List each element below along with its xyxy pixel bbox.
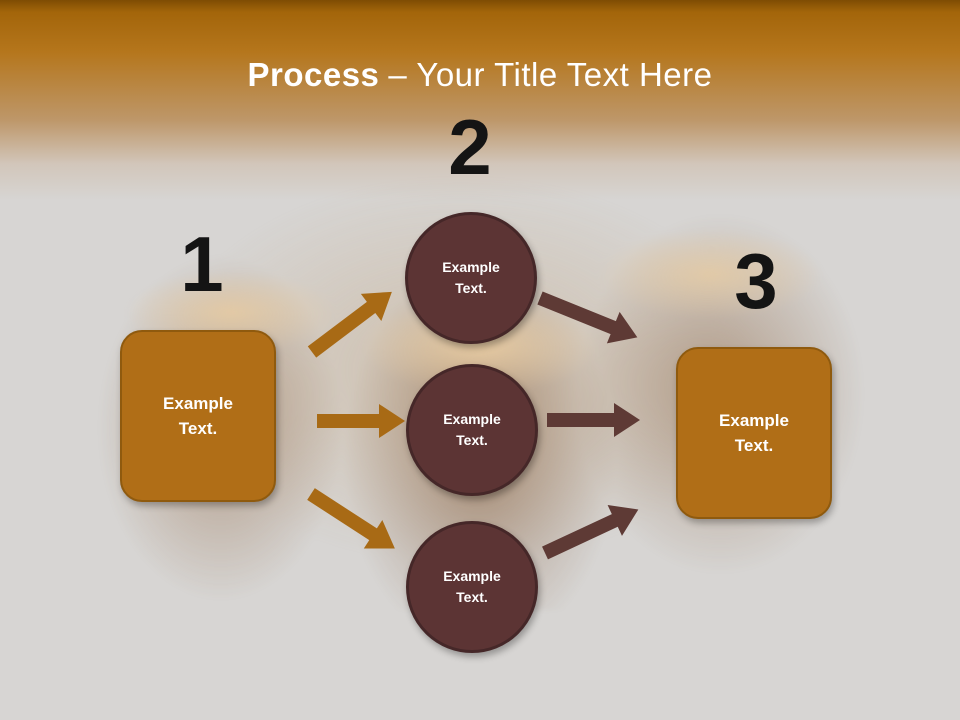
step-number-2: 2 bbox=[448, 103, 492, 191]
process-circle-top: Example Text. bbox=[405, 212, 537, 344]
process-circle-bottom-label: Example Text. bbox=[443, 568, 501, 605]
slide-title-bold: Process bbox=[247, 56, 380, 93]
slide-title-rest: – Your Title Text Here bbox=[388, 56, 713, 93]
process-circle-bottom: Example Text. bbox=[406, 521, 538, 653]
process-box-right: Example Text. bbox=[676, 347, 832, 519]
header-gradient bbox=[0, 0, 960, 200]
slide-title: Process– Your Title Text Here bbox=[0, 56, 960, 94]
process-box-left: Example Text. bbox=[120, 330, 276, 502]
process-box-right-label: Example Text. bbox=[719, 410, 789, 456]
process-box-left-label: Example Text. bbox=[163, 393, 233, 439]
step-number-3: 3 bbox=[734, 237, 778, 325]
step-number-1: 1 bbox=[180, 220, 224, 308]
process-circle-middle: Example Text. bbox=[406, 364, 538, 496]
process-circle-middle-label: Example Text. bbox=[443, 411, 501, 448]
process-circle-top-label: Example Text. bbox=[442, 259, 500, 296]
